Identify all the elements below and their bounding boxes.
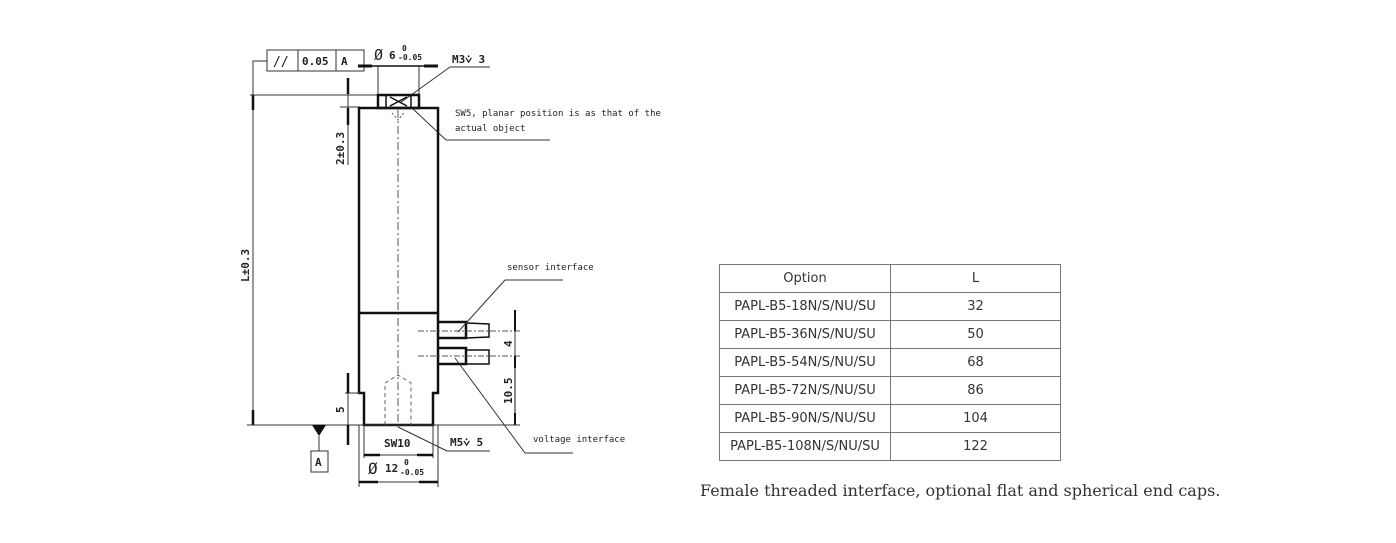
length-cell: 86 (890, 376, 1061, 405)
table-row: PAPL-B5-18N/S/NU/SU 32 (719, 292, 1061, 321)
tolerance-value: 0.05 (302, 55, 329, 68)
sensor-interface-callout: sensor interface (457, 263, 594, 333)
tolerance-datum: A (341, 55, 348, 68)
bottom-thread-label: M5⩒ 5 (450, 436, 483, 449)
bottom-diameter-upper: 0 (404, 458, 409, 467)
connector-height-dim: 10.5 (502, 378, 515, 405)
datum-label: A (315, 456, 322, 469)
top-diameter-lower: -0.05 (398, 53, 422, 62)
sw10-dimension: SW10 (363, 425, 434, 458)
top-thread-label: M3⩒ 3 (452, 53, 485, 66)
table-row: PAPL-B5-108N/S/NU/SU 122 (719, 432, 1061, 461)
tolerance-frame: // 0.05 A (252, 49, 365, 95)
length-dimension: L±0.3 (239, 95, 255, 425)
top-offset-dimension: 2±0.3 (334, 78, 350, 165)
bottom-step-dimension: 5 (334, 373, 360, 445)
technical-drawing: // 0.05 A Ø 6 0 -0.05 M3⩒ 3 SW5, planar … (239, 44, 661, 487)
option-cell: PAPL-B5-90N/S/NU/SU (719, 404, 891, 433)
sensor-interface-label: sensor interface (507, 263, 594, 273)
bottom-diameter-lower: -0.05 (400, 468, 424, 477)
bottom-diameter-dimension: Ø 12 0 -0.05 (358, 425, 439, 487)
parallelism-symbol: // (273, 55, 289, 70)
connectors (418, 320, 520, 366)
top-diameter-nominal: 6 (389, 49, 396, 62)
voltage-interface-callout: voltage interface (454, 357, 625, 454)
length-cell: 68 (890, 348, 1061, 377)
caption: Female threaded interface, optional flat… (700, 481, 1221, 500)
sw5-note-line1: SW5, planar position is as that of the (455, 109, 661, 119)
top-offset-dim-label: 2±0.3 (334, 132, 347, 165)
datum-marker: A (310, 425, 329, 473)
header-l: L (890, 264, 1061, 293)
voltage-interface-label: voltage interface (533, 435, 625, 445)
option-cell: PAPL-B5-54N/S/NU/SU (719, 348, 891, 377)
option-cell: PAPL-B5-72N/S/NU/SU (719, 376, 891, 405)
bottom-step-dim-label: 5 (334, 406, 347, 413)
length-cell: 122 (890, 432, 1061, 461)
sw5-note-line2: actual object (455, 124, 525, 134)
table-row: PAPL-B5-72N/S/NU/SU 86 (719, 376, 1061, 405)
table-row: PAPL-B5-54N/S/NU/SU 68 (719, 348, 1061, 377)
connector-spacing-dim: 4 (502, 340, 515, 347)
top-diameter-dimension: Ø 6 0 -0.05 (358, 44, 438, 95)
connector-dimensions: 4 10.5 (502, 310, 516, 425)
table-header-row: Option L (719, 264, 1061, 293)
header-option: Option (719, 264, 891, 293)
sensor-body (357, 106, 440, 430)
option-cell: PAPL-B5-36N/S/NU/SU (719, 320, 891, 349)
top-diameter-upper: 0 (402, 44, 407, 53)
option-cell: PAPL-B5-108N/S/NU/SU (719, 432, 891, 461)
diameter-symbol: Ø (374, 46, 383, 64)
sw10-label: SW10 (384, 437, 411, 450)
bottom-thread-callout: M5⩒ 5 (397, 426, 490, 452)
table-row: PAPL-B5-90N/S/NU/SU 104 (719, 404, 1061, 433)
bottom-diameter-nominal: 12 (385, 462, 398, 475)
option-cell: PAPL-B5-18N/S/NU/SU (719, 292, 891, 321)
length-cell: 50 (890, 320, 1061, 349)
length-cell: 104 (890, 404, 1061, 433)
length-cell: 32 (890, 292, 1061, 321)
diameter-symbol-bottom: Ø (368, 459, 378, 478)
top-thread-callout: M3⩒ 3 (399, 53, 490, 104)
options-table: Option L PAPL-B5-18N/S/NU/SU 32 PAPL-B5-… (719, 264, 1061, 461)
top-tip (376, 93, 421, 110)
length-dim-label: L±0.3 (239, 249, 252, 282)
sw5-note: SW5, planar position is as that of the a… (411, 107, 661, 141)
table-row: PAPL-B5-36N/S/NU/SU 50 (719, 320, 1061, 349)
